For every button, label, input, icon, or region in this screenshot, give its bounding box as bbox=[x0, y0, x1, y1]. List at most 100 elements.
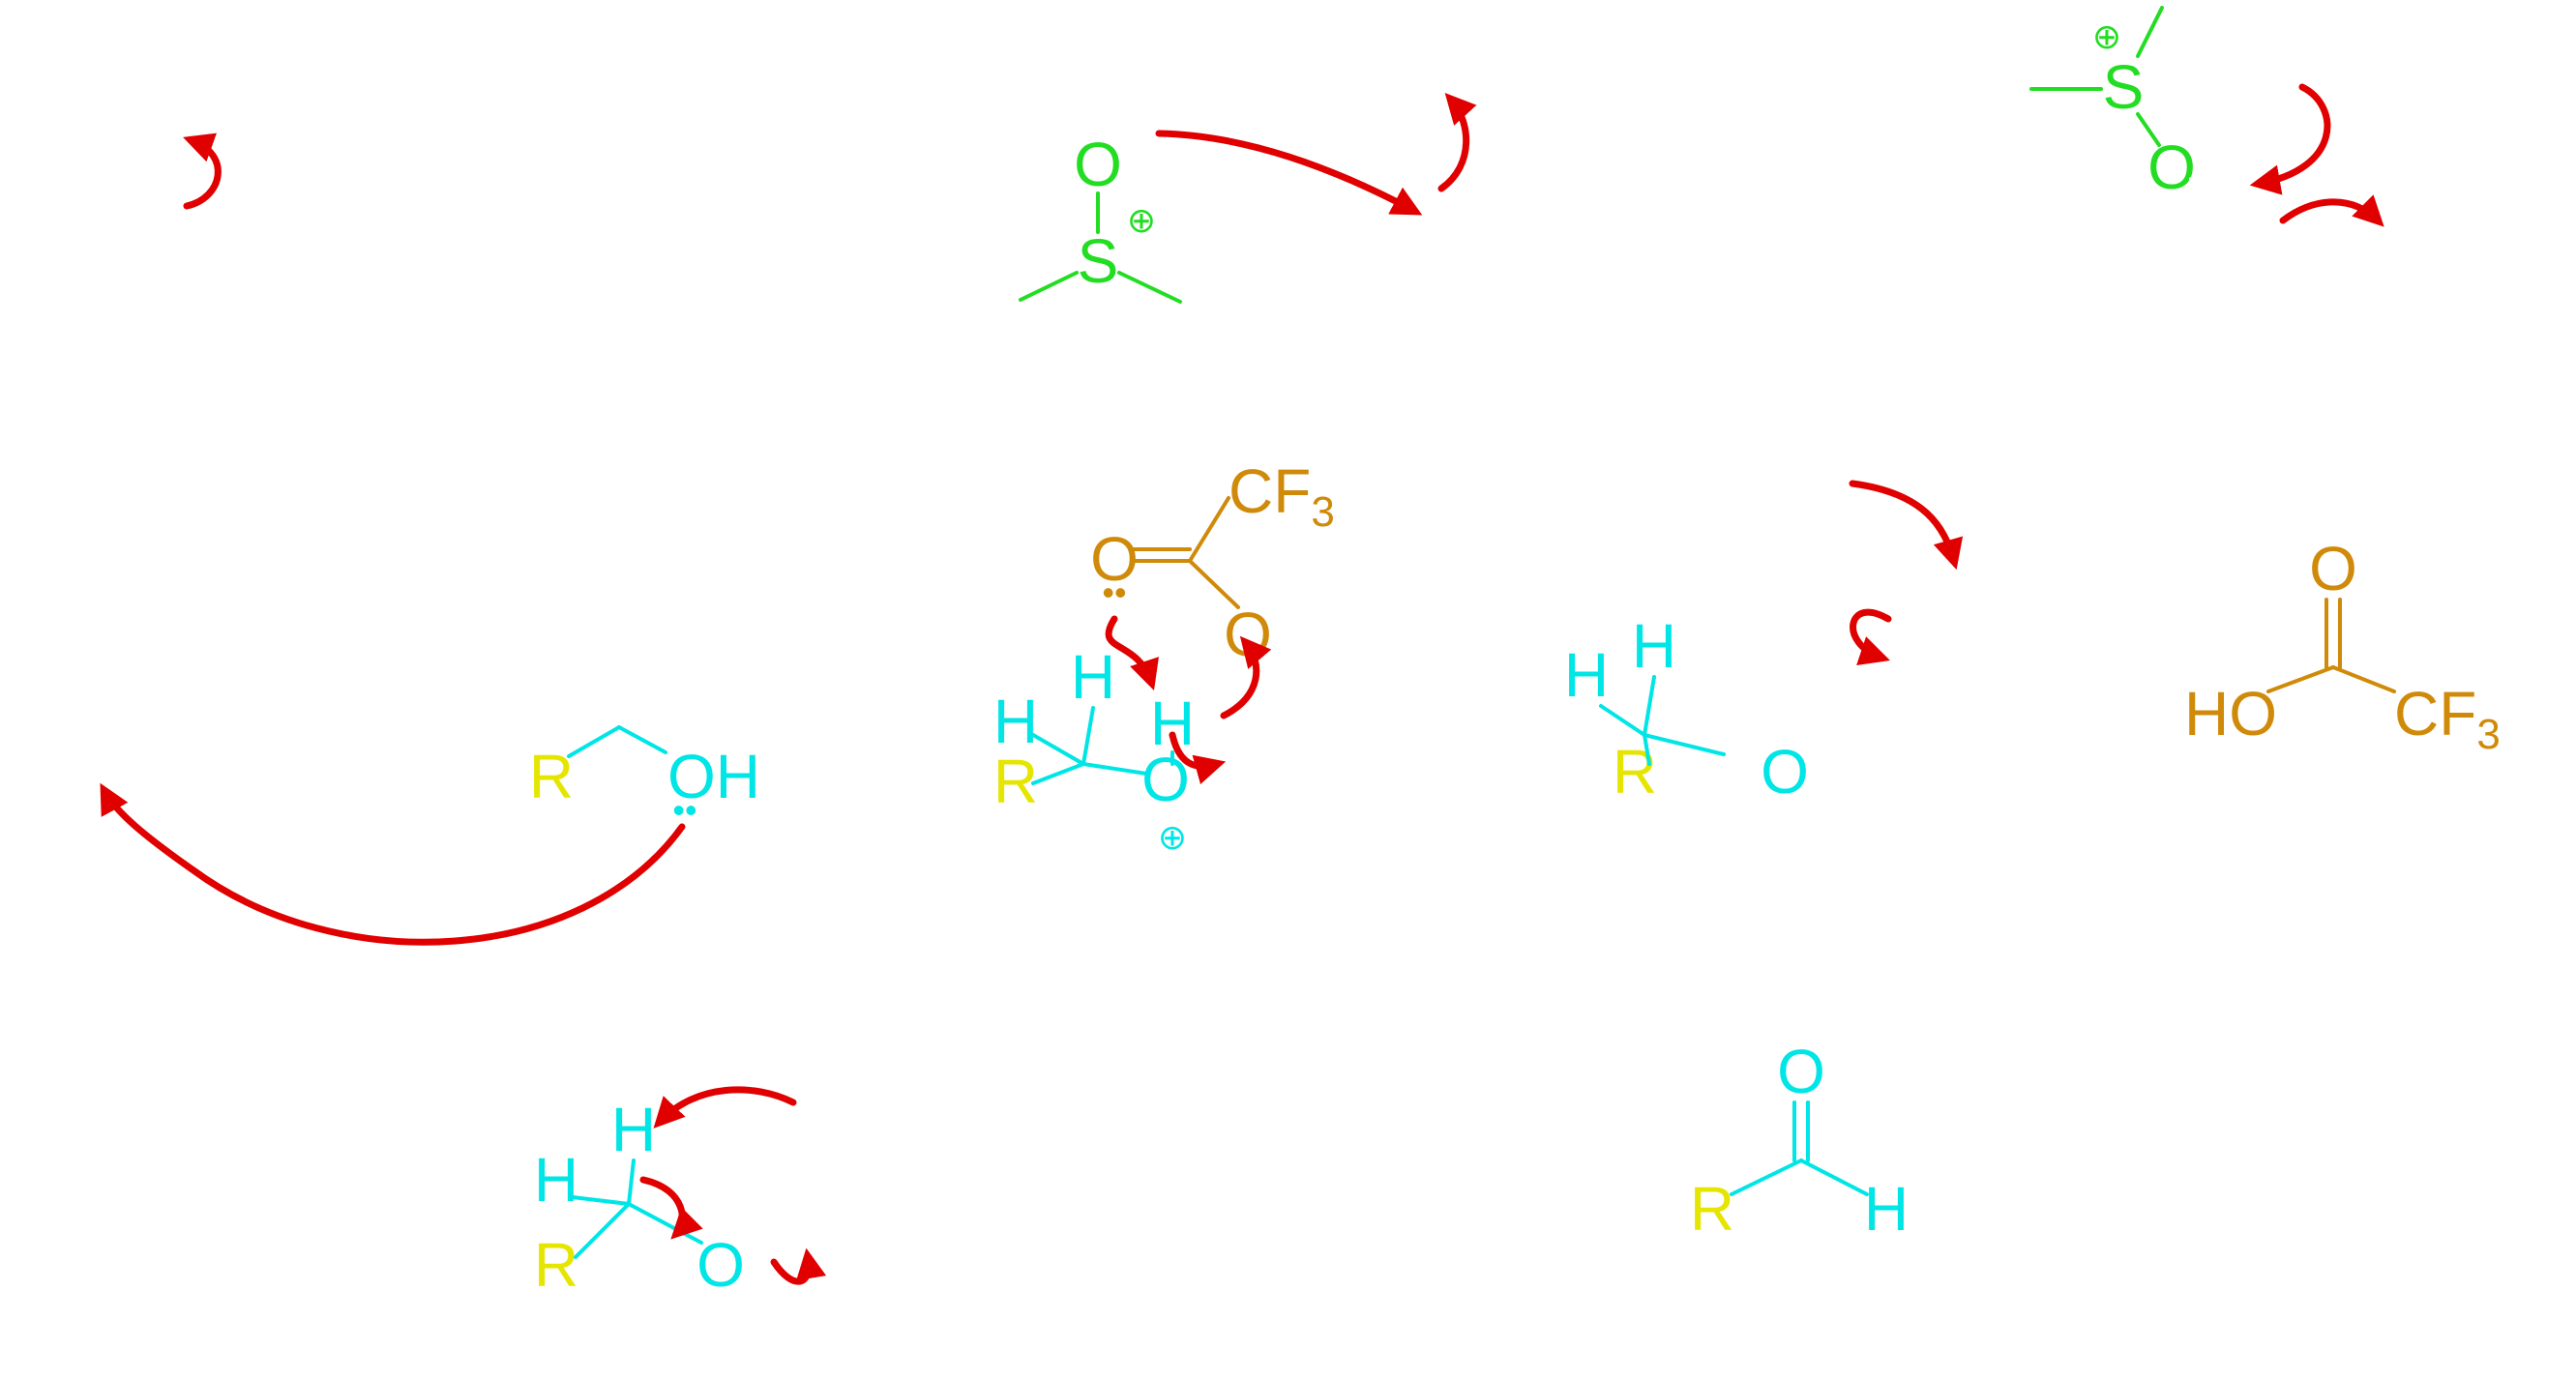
mechanism-arrow bbox=[639, 1176, 703, 1240]
plus-sign: + bbox=[2024, 665, 2058, 730]
cf3-group: CF3 bbox=[2394, 679, 2501, 758]
sulfur-atom: S bbox=[790, 1187, 832, 1256]
ylide-formation: Et3N: H H H R O S ⊕ bbox=[1564, 452, 1974, 810]
positive-charge: ⊕ bbox=[1127, 200, 1156, 240]
dms-label: DMS bbox=[1318, 1229, 1447, 1294]
sulfur-ylide: H H R O S ⊕ ⊖ bbox=[534, 1086, 897, 1300]
mechanism-arrow bbox=[100, 782, 686, 946]
dmso-structure-b: S ⊕ O ⊖ bbox=[484, 103, 647, 302]
r-group: R bbox=[1690, 1174, 1734, 1244]
oxygen-atom: O bbox=[225, 609, 274, 679]
hydrogen-atom: H bbox=[1930, 558, 1974, 628]
oxygen-atom: O bbox=[1090, 524, 1139, 594]
primary-alcohol: R OH •• bbox=[100, 725, 760, 946]
f3c-group: F3C bbox=[2080, 224, 2186, 304]
r-group: R bbox=[993, 747, 1038, 816]
dmso-structure-a: S O bbox=[83, 123, 244, 298]
cf3-group: CF3 bbox=[1640, 226, 1746, 306]
mechanism-arrow bbox=[653, 1086, 797, 1129]
hydrogen-atom: H bbox=[534, 1145, 578, 1215]
tfa-box: O HO CF3 TFA bbox=[2117, 511, 2568, 867]
negative-charge: ⊖ bbox=[796, 1090, 825, 1130]
et3n-base: Et3N: bbox=[1698, 452, 1842, 531]
positive-charge: ⊕ bbox=[837, 1158, 866, 1197]
negative-charge: ⊖ bbox=[592, 103, 621, 143]
mechanism-arrow bbox=[1105, 615, 1159, 690]
oxygen-atom: O bbox=[1761, 737, 1809, 807]
alkoxysulfonium-formation: CF3 O •• O H H H R O ⊕ S bbox=[993, 456, 1335, 857]
mechanism-arrow bbox=[183, 132, 222, 210]
resonance-bracket-left bbox=[8, 73, 23, 336]
sulfur-atom: S bbox=[1363, 1090, 1405, 1159]
mechanism-arrow bbox=[1850, 608, 1892, 665]
aldehyde-box: O R H Aldehyde bbox=[1633, 996, 1961, 1377]
resonance-arrow bbox=[320, 193, 451, 219]
hydrogen-atom: H bbox=[611, 1095, 656, 1164]
oxygen-atom: O bbox=[2309, 534, 2357, 603]
mechanism-arrow bbox=[1169, 731, 1227, 785]
dms-box: S DMS bbox=[1246, 1025, 1521, 1356]
oxygen-atom: O bbox=[2297, 222, 2346, 292]
sulfur-atom: S bbox=[1228, 703, 1269, 773]
oxygen-atom: O bbox=[1224, 600, 1272, 669]
mechanism-arrow bbox=[1849, 480, 1964, 571]
oxygen-atom: O bbox=[1557, 91, 1606, 161]
oxygen-atom: O bbox=[1074, 130, 1122, 199]
oxygen-atom: O bbox=[540, 128, 588, 197]
dimethylchlorosulfonium-trifluoroacetate: ⊕ S O O CF3 bbox=[10, 609, 414, 826]
sulfur-atom: S bbox=[140, 220, 182, 289]
positive-charge: ⊕ bbox=[1862, 771, 1891, 810]
r-group: R bbox=[529, 742, 574, 811]
f3c-group: F3C bbox=[1262, 226, 1369, 306]
lone-pair: •• bbox=[672, 790, 696, 830]
positive-charge: ⊕ bbox=[2092, 16, 2121, 56]
r-group: R bbox=[1613, 737, 1657, 807]
tetrahedral-intermediate: ⊕ S O O ⊖ F3C O O CF3 bbox=[2029, 6, 2568, 306]
sulfur-atom: S bbox=[2103, 52, 2145, 122]
oxygen-atom: O bbox=[696, 1230, 745, 1300]
hydrogen-atom: H bbox=[1864, 1174, 1909, 1244]
dmso-resonance-group: S O S ⊕ O ⊖ bbox=[8, 72, 718, 336]
tfa-label: TFA bbox=[2290, 775, 2396, 839]
lone-pair: •• bbox=[1102, 572, 1126, 612]
dmso-nucleophile: O ⊖ S ⊕ bbox=[1019, 102, 1182, 304]
cf3-group: CF3 bbox=[2462, 226, 2568, 306]
cf3-group: CF3 bbox=[308, 747, 414, 826]
r-group: R bbox=[534, 1230, 578, 1300]
oxygen-atom: O bbox=[1403, 99, 1451, 168]
cf3-group: CF3 bbox=[1229, 456, 1335, 536]
sulfur-atom: S bbox=[544, 224, 585, 294]
sulfur-atom: S bbox=[1078, 226, 1119, 296]
hydroxyl-group: OH bbox=[667, 742, 760, 811]
mechanism-arrow bbox=[770, 1247, 827, 1285]
trifluoroacetic-anhydride: F3C O O O CF3 bbox=[1155, 91, 1746, 306]
mechanism-arrow bbox=[1437, 93, 1477, 192]
dms-frame bbox=[1246, 1025, 1521, 1356]
positive-charge: ⊕ bbox=[1158, 817, 1187, 857]
oxygen-atom: O bbox=[2384, 91, 2432, 161]
aldehyde-frame bbox=[1633, 996, 1961, 1377]
negative-charge: ⊖ bbox=[2273, 50, 2302, 90]
sulfur-atom: S bbox=[1858, 689, 1900, 758]
mechanism-arrow bbox=[1220, 635, 1272, 719]
plus-sign: + bbox=[1561, 1157, 1595, 1221]
negative-charge: ⊖ bbox=[1127, 102, 1156, 141]
positive-charge: ⊕ bbox=[26, 727, 55, 767]
aldehyde-label: Aldehyde bbox=[1675, 1265, 1917, 1330]
oxygen-atom: O bbox=[150, 742, 198, 811]
hydrogen-atom: H bbox=[1564, 640, 1609, 710]
hydrogen-atom: H bbox=[1632, 611, 1676, 681]
mechanism-arrow bbox=[2249, 83, 2331, 195]
oxygen-atom: O bbox=[1777, 1037, 1825, 1106]
hydroxyl-group: HO bbox=[2184, 679, 2277, 748]
hydrogen-atom: H bbox=[1071, 642, 1115, 712]
tfa-frame bbox=[2117, 511, 2568, 867]
oxygen-atom: O bbox=[1470, 222, 1519, 292]
oxygen-atom: O bbox=[2220, 91, 2268, 161]
hydrogen-atom: H bbox=[993, 687, 1038, 756]
oxygen-atom: O bbox=[2147, 132, 2196, 202]
mechanism-arrow bbox=[2279, 194, 2384, 227]
mechanism-arrow bbox=[1155, 130, 1423, 216]
oxygen-atom: O bbox=[136, 123, 185, 192]
